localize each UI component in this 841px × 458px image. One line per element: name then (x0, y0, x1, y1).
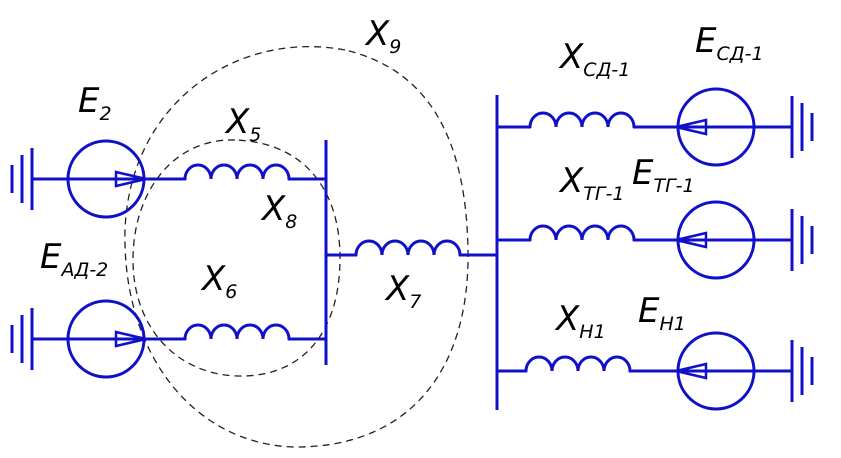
ground-ead2 (10, 308, 34, 370)
source-ead2 (30, 299, 187, 379)
ground-tg1 (790, 209, 814, 271)
ground-n1 (790, 340, 814, 402)
label-etg1: EТГ-1 (632, 153, 695, 197)
label-xn1: XН1 (554, 299, 606, 343)
label-x7: X7 (384, 269, 421, 313)
label-x9: X9 (364, 14, 401, 58)
label-x8: X8 (260, 189, 297, 233)
inductor-x7 (324, 239, 499, 257)
ground-e2 (10, 148, 34, 210)
ground-sd1 (790, 96, 814, 158)
label-e2: E2 (78, 81, 112, 125)
label-xsd1: XСД-1 (558, 37, 630, 81)
label-esd1: EСД-1 (695, 21, 764, 65)
branch-sd1 (495, 87, 794, 167)
label-en1: EН1 (638, 291, 686, 335)
inductor-x5 (183, 163, 328, 181)
label-ead2: EАД-2 (40, 237, 108, 281)
x9-dashed-ellipse (124, 46, 469, 448)
branch-n1 (495, 331, 794, 411)
branch-tg1 (495, 200, 794, 280)
inductor-x6 (183, 323, 328, 341)
label-x5: X5 (224, 102, 261, 146)
label-xtg1: XТГ-1 (558, 161, 624, 205)
label-x6: X6 (200, 259, 237, 303)
x8-dashed-ellipse (132, 139, 341, 377)
source-e2 (30, 139, 187, 219)
